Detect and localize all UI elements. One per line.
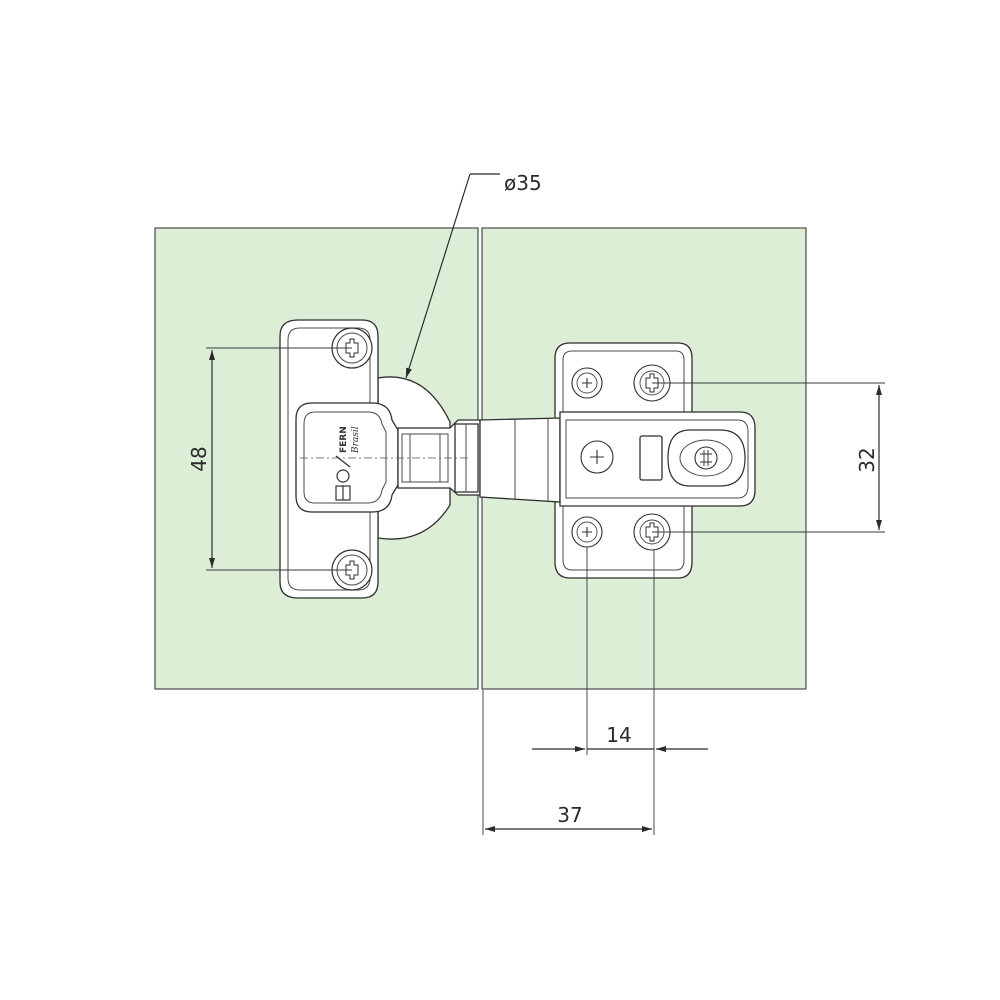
dimension-cup-diameter: ø35 xyxy=(405,171,542,379)
label-plate-offset-small: 14 xyxy=(606,723,631,747)
dimension-plate-offset-small: 14 xyxy=(532,547,708,835)
dimension-cup-hole-spacing: 48 xyxy=(187,347,352,571)
hinge-cup-plate: FERN Brasil xyxy=(279,319,481,599)
label-plate-hole-spacing: 32 xyxy=(855,447,879,472)
dimension-plate-hole-spacing: 32 xyxy=(652,382,885,533)
hinge-mounting-plate xyxy=(479,342,756,579)
logo-mark: FERN xyxy=(339,426,349,453)
label-cup-diameter: ø35 xyxy=(504,171,542,195)
adjustment-cam-icon xyxy=(667,429,746,487)
label-plate-offset-large: 37 xyxy=(557,803,582,827)
brand-logo: FERN Brasil xyxy=(335,426,361,501)
logo-brand: Brasil xyxy=(351,426,361,454)
screw-icon xyxy=(571,516,603,548)
label-cup-hole-spacing: 48 xyxy=(187,446,211,471)
screw-icon xyxy=(571,367,603,399)
dimension-plate-offset-large: 37 xyxy=(482,690,652,835)
screw-icon xyxy=(580,440,614,474)
